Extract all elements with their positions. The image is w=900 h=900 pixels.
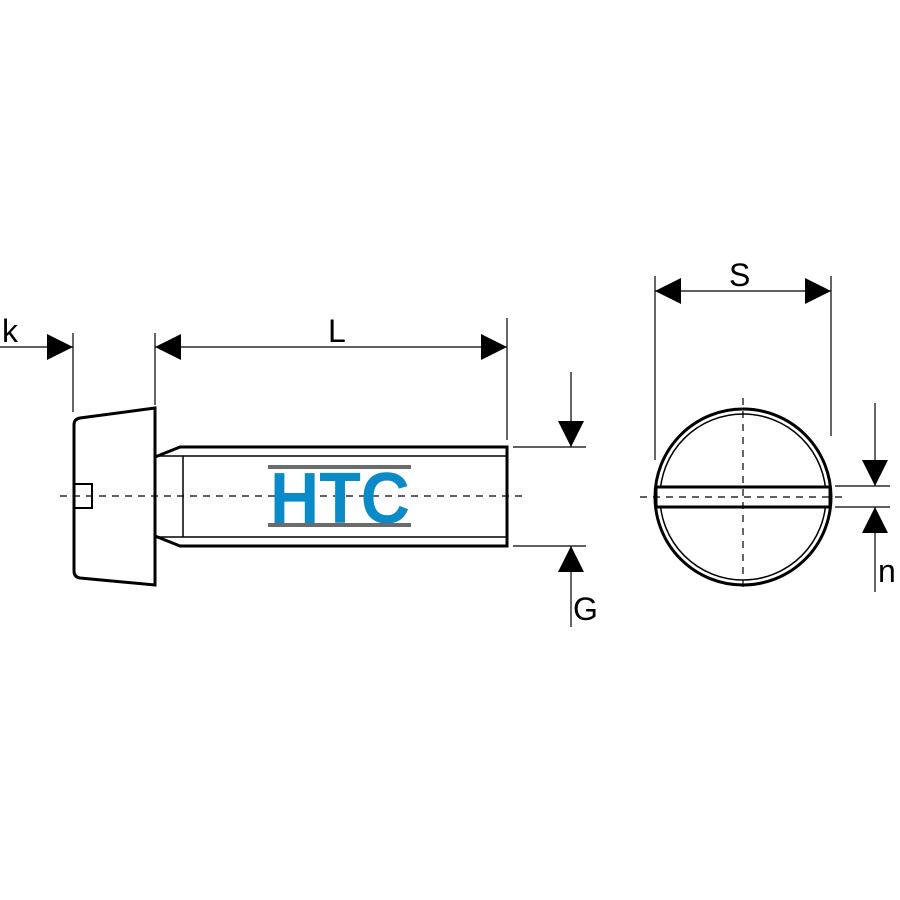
htc-logo: HTC (268, 459, 411, 539)
screw-head-outline (72, 406, 157, 587)
end-view: S n (640, 257, 896, 592)
k-label: k (2, 313, 19, 349)
logo-bar-bottom (268, 523, 411, 527)
n-label: n (878, 553, 896, 589)
L-label: L (328, 313, 346, 349)
G-label: G (573, 591, 598, 627)
side-view: k L G (0, 313, 598, 627)
logo-bar-top (268, 465, 411, 469)
S-label: S (729, 257, 750, 293)
